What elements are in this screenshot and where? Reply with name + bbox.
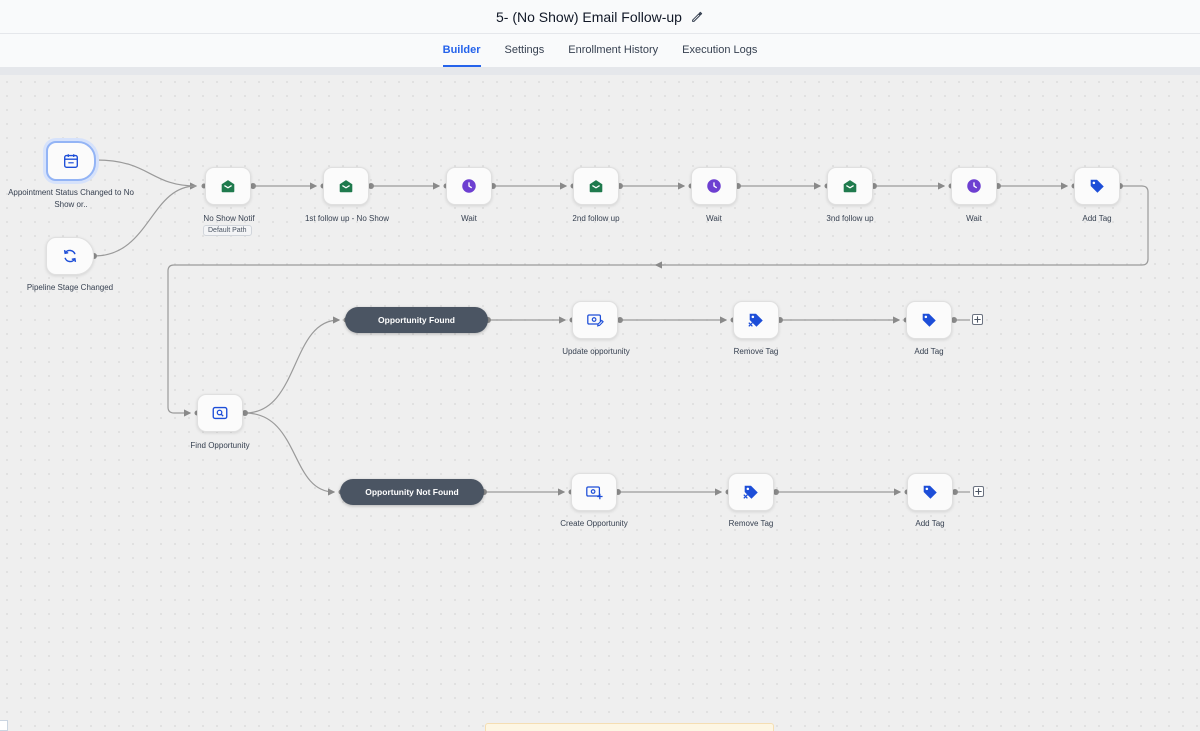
add-step-button-found[interactable] xyxy=(972,314,983,325)
money-edit-icon xyxy=(587,314,604,327)
action-wait-3[interactable] xyxy=(951,167,997,205)
action-wait-2-label: Wait xyxy=(706,214,722,223)
default-path-badge: Default Path xyxy=(203,225,252,236)
plus-icon xyxy=(975,488,982,495)
branch-opportunity-found[interactable]: Opportunity Found xyxy=(345,307,488,333)
action-1st-follow-up[interactable] xyxy=(323,167,369,205)
action-wait-1[interactable] xyxy=(446,167,492,205)
action-update-opportunity[interactable] xyxy=(572,301,618,339)
action-wait-1-label: Wait xyxy=(461,214,477,223)
action-update-opportunity-label: Update opportunity xyxy=(562,347,630,356)
trigger-pipeline-stage[interactable] xyxy=(46,237,94,275)
refresh-icon xyxy=(63,249,77,263)
plus-icon xyxy=(974,316,981,323)
email-icon xyxy=(589,180,603,193)
tab-bar: Builder Settings Enrollment History Exec… xyxy=(0,34,1200,67)
search-icon xyxy=(212,406,228,420)
money-add-icon xyxy=(586,486,603,500)
tab-settings[interactable]: Settings xyxy=(504,43,545,56)
tab-builder[interactable]: Builder xyxy=(442,34,481,67)
action-no-show-notif-label: No Show Notif xyxy=(203,214,255,223)
email-icon xyxy=(339,180,353,193)
canvas-control-button[interactable] xyxy=(0,720,8,731)
action-2nd-follow-up[interactable] xyxy=(573,167,619,205)
tag-remove-icon xyxy=(743,485,758,499)
action-remove-tag-not-found[interactable] xyxy=(728,473,774,511)
action-3nd-follow-up-label: 3nd follow up xyxy=(826,214,874,223)
clock-icon xyxy=(462,179,476,193)
tag-icon xyxy=(1090,179,1104,193)
trigger-pipeline-label: Pipeline Stage Changed xyxy=(26,283,114,292)
tab-execution-logs[interactable]: Execution Logs xyxy=(682,43,758,56)
tag-icon xyxy=(923,485,937,499)
email-icon xyxy=(843,180,857,193)
tag-icon xyxy=(922,313,936,327)
tab-enrollment-history[interactable]: Enrollment History xyxy=(568,43,659,56)
clock-icon xyxy=(707,179,721,193)
clock-icon xyxy=(967,179,981,193)
action-remove-tag-found[interactable] xyxy=(733,301,779,339)
action-add-tag-found[interactable] xyxy=(906,301,952,339)
toolbar-strip xyxy=(0,67,1200,75)
action-create-opportunity[interactable] xyxy=(571,473,617,511)
action-find-opportunity[interactable] xyxy=(197,394,243,432)
action-1st-follow-up-label: 1st follow up - No Show xyxy=(304,214,390,223)
action-wait-2[interactable] xyxy=(691,167,737,205)
branch-opportunity-not-found[interactable]: Opportunity Not Found xyxy=(340,479,484,505)
action-add-tag-not-found[interactable] xyxy=(907,473,953,511)
action-remove-tag-not-found-label: Remove Tag xyxy=(728,519,774,528)
action-find-opportunity-label: Find Opportunity xyxy=(190,441,250,450)
trigger-appointment-label: Appointment Status Changed to No Show or… xyxy=(8,188,134,209)
action-2nd-follow-up-label: 2nd follow up xyxy=(572,214,620,223)
action-add-tag-found-label: Add Tag xyxy=(914,347,944,356)
action-remove-tag-found-label: Remove Tag xyxy=(733,347,779,356)
action-create-opportunity-label: Create Opportunity xyxy=(560,519,628,528)
workflow-title: 5- (No Show) Email Follow-up xyxy=(496,8,682,25)
tag-remove-icon xyxy=(748,313,763,327)
header-bar: 5- (No Show) Email Follow-up xyxy=(0,0,1200,34)
email-icon xyxy=(221,180,235,193)
notification-banner xyxy=(485,723,774,731)
pencil-icon[interactable] xyxy=(690,10,704,24)
action-3nd-follow-up[interactable] xyxy=(827,167,873,205)
action-wait-3-label: Wait xyxy=(966,214,982,223)
action-no-show-notif[interactable] xyxy=(205,167,251,205)
action-add-tag-not-found-label: Add Tag xyxy=(915,519,945,528)
trigger-appointment-status[interactable] xyxy=(46,141,96,181)
calendar-icon xyxy=(64,154,78,168)
action-add-tag[interactable] xyxy=(1074,167,1120,205)
action-add-tag-label: Add Tag xyxy=(1082,214,1112,223)
add-step-button-not-found[interactable] xyxy=(973,486,984,497)
